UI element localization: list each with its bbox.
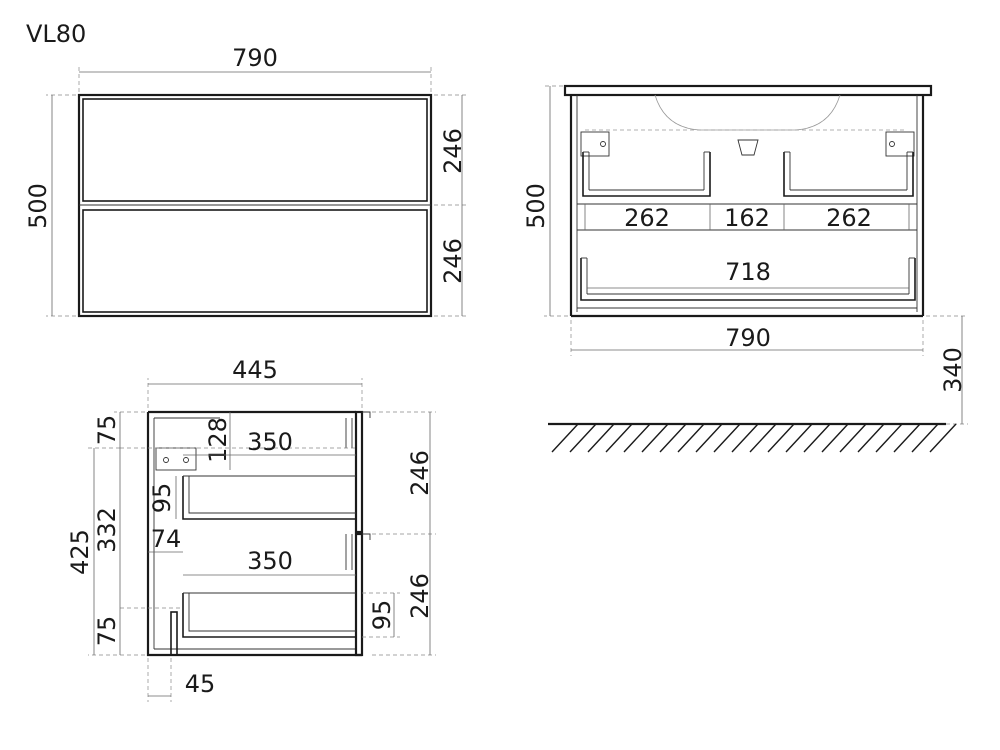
rear-countertop	[563, 84, 933, 97]
rear-left-drawer-width-label: 262	[624, 204, 670, 232]
rear-right-drawer-width-label: 262	[826, 204, 872, 232]
hatch-line	[605, 423, 633, 453]
rear-width-label: 790	[725, 324, 771, 352]
side-upper-drawer-front	[354, 410, 364, 534]
side-body-outline	[146, 412, 362, 657]
rear-lower-drawer-width-label: 718	[725, 258, 771, 286]
rear-lower-drawer	[580, 258, 916, 301]
front-drawer-bottom-label: 246	[439, 238, 467, 284]
hatch-line	[911, 423, 939, 453]
hatch-line	[731, 423, 759, 453]
hatch-line	[695, 423, 723, 453]
hatch-line	[749, 423, 777, 453]
front-upper-drawer	[82, 98, 428, 202]
side-total-height-label: 425	[66, 529, 94, 575]
hatch-line	[821, 423, 849, 453]
front-cabinet-outline	[77, 93, 433, 318]
side-lower-drawer-front	[354, 532, 364, 657]
floor-height-label: 340	[939, 347, 967, 393]
front-view: 790 500 246 246	[24, 44, 468, 318]
hatch-line	[893, 423, 921, 453]
hatch-line	[677, 423, 705, 453]
side-lower-front-label: 246	[406, 573, 434, 619]
side-depth-label: 445	[232, 356, 278, 384]
basin-outline	[654, 94, 841, 131]
side-upper-drawer-depth-label: 350	[247, 428, 293, 456]
hatch-line	[713, 423, 741, 453]
hatch-line	[857, 423, 885, 453]
wall-bracket-icon	[155, 447, 197, 471]
hatch-line	[551, 423, 579, 453]
hatch-line	[875, 423, 903, 453]
rear-upper-left-drawer	[582, 152, 711, 197]
side-upper-front-label: 246	[406, 450, 434, 496]
side-top-offset-label: 75	[93, 415, 121, 446]
side-upper-drawer-box	[182, 476, 356, 520]
left-bracket-icon	[580, 131, 610, 157]
hatch-line	[569, 423, 597, 453]
front-height-label: 500	[24, 183, 52, 229]
hatch-line	[839, 423, 867, 453]
side-back-offset-label: 45	[185, 670, 216, 698]
side-rear-panel	[170, 611, 178, 656]
hatch-line	[659, 423, 687, 453]
rear-upper-right-drawer	[783, 152, 914, 197]
hatch-line	[623, 423, 651, 453]
front-lower-drawer	[82, 209, 428, 313]
side-gap-label: 74	[151, 525, 182, 553]
model-title: VL80	[26, 20, 86, 48]
rear-height-label: 500	[522, 183, 550, 229]
side-lower-drawer-height-label: 95	[368, 600, 396, 631]
side-lower-drawer-box	[182, 593, 356, 638]
front-drawer-top-label: 246	[439, 128, 467, 174]
side-upper-inner-height-label: 128	[204, 417, 232, 463]
side-view: 445 128 350 95 74 350 95 246 246 75 33	[66, 356, 436, 702]
hatch-line	[767, 423, 795, 453]
side-bottom-offset-label: 75	[93, 616, 121, 647]
side-inner-height-label: 332	[93, 507, 121, 553]
floor-hatch	[551, 423, 957, 453]
right-bracket-icon	[885, 131, 915, 157]
hatch-line	[641, 423, 669, 453]
hatch-line	[587, 423, 615, 453]
side-lower-drawer-depth-label: 350	[247, 547, 293, 575]
front-width-label: 790	[232, 44, 278, 72]
drain-icon	[737, 139, 759, 156]
rear-view: 262 162 262 718 500 790 340	[522, 84, 968, 453]
hatch-line	[803, 423, 831, 453]
side-upper-drawer-height-label: 95	[148, 483, 176, 514]
hatch-line	[929, 423, 957, 453]
rear-middle-width-label: 162	[724, 204, 770, 232]
hatch-line	[785, 423, 813, 453]
